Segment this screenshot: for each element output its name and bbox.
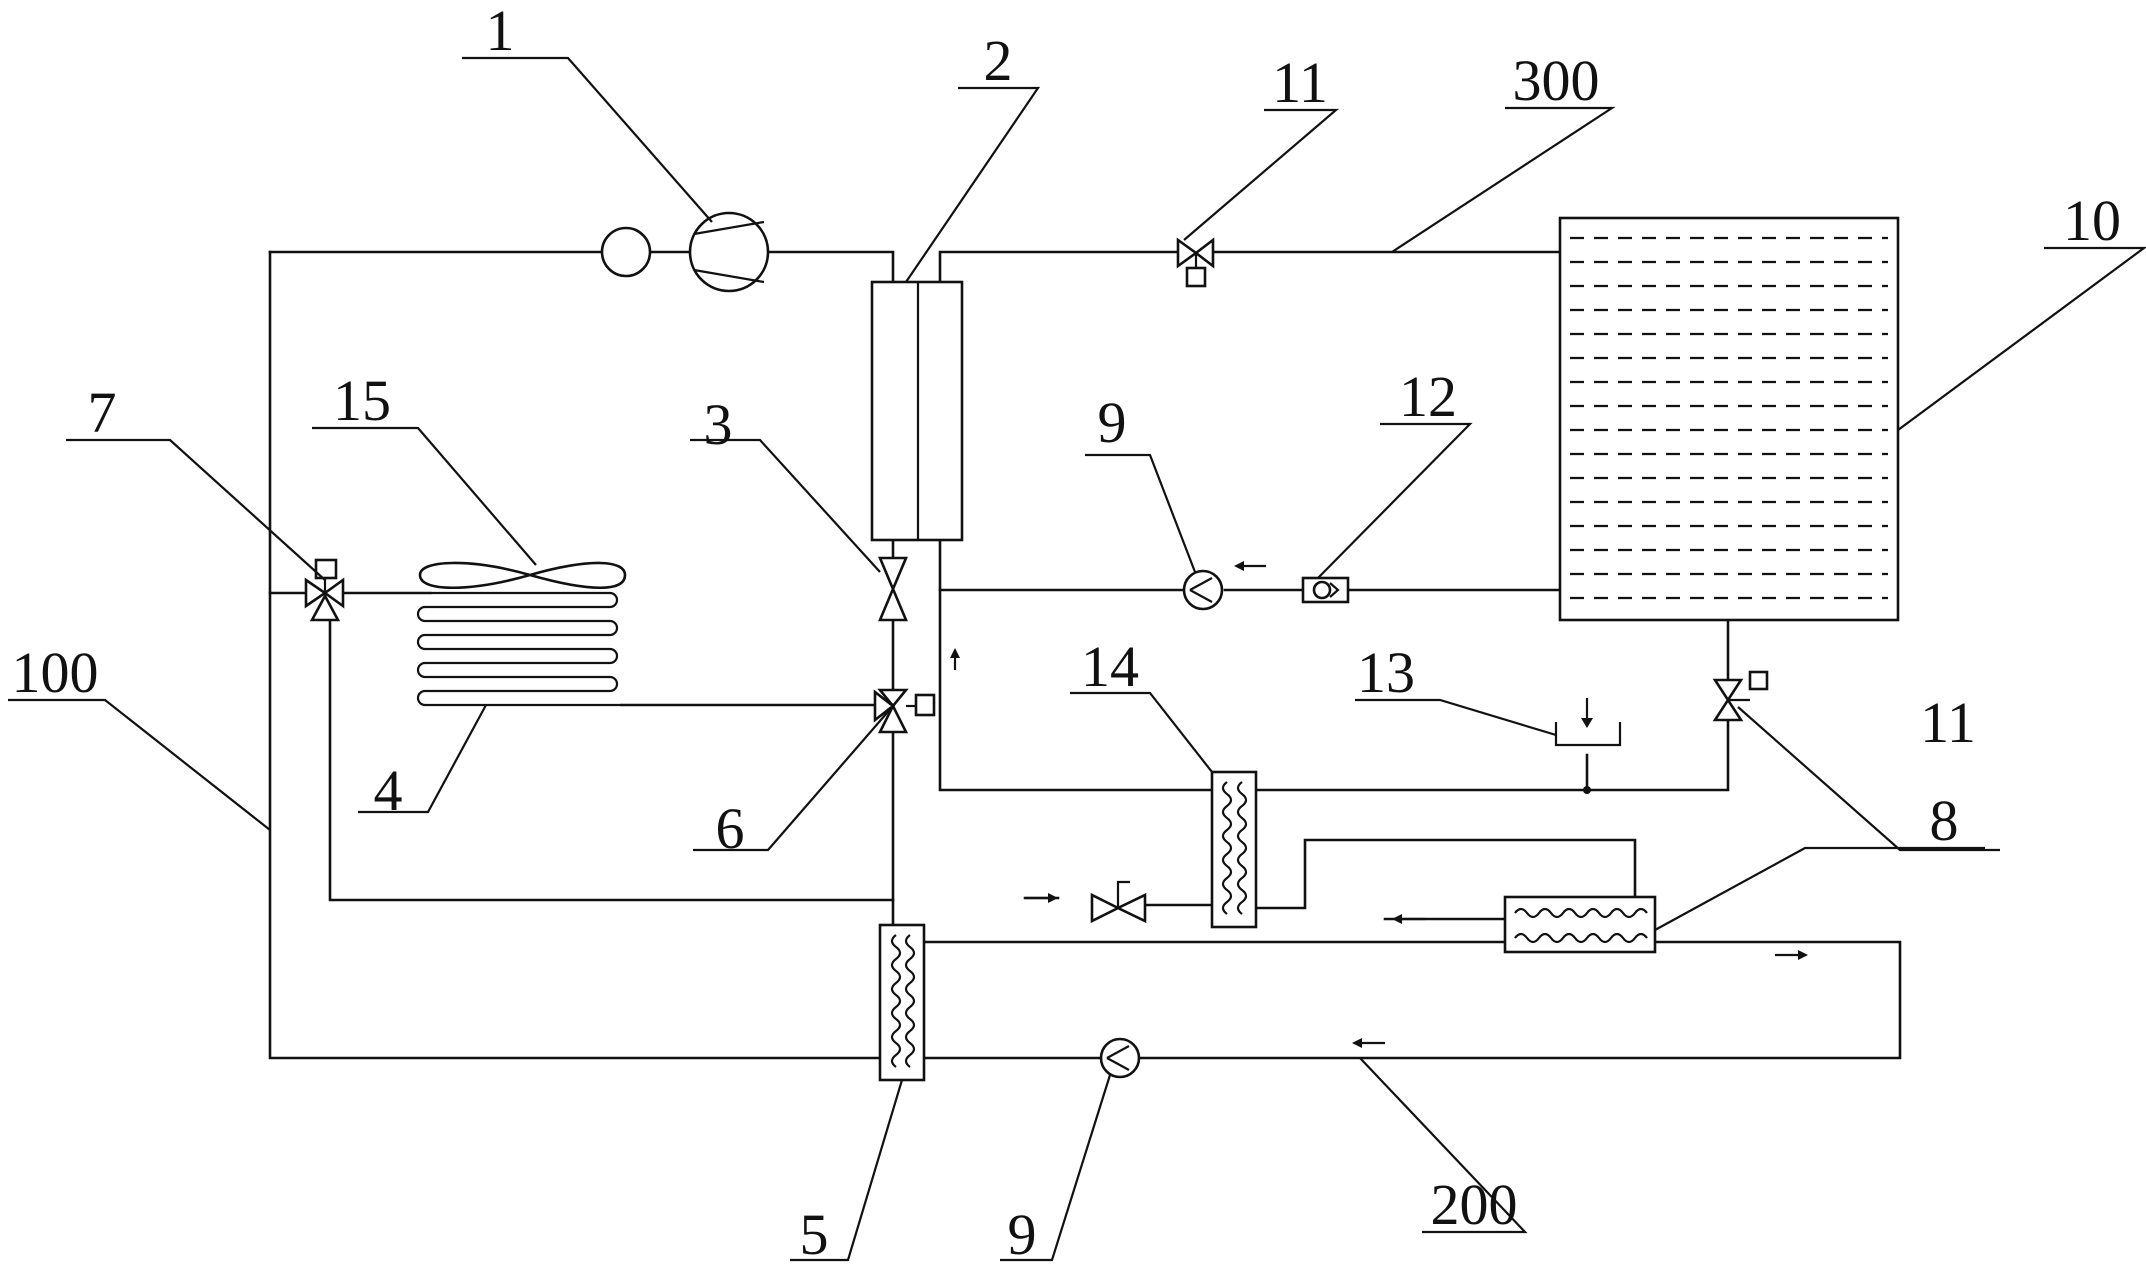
two-way-valve-icon — [878, 556, 908, 622]
filter-icon — [1301, 576, 1350, 604]
label-plate-heat-exchanger: 2 — [984, 28, 1013, 93]
label-compressor: 1 — [486, 0, 515, 63]
label-three-way-valve-6: 6 — [716, 796, 745, 861]
water-loop-200 — [922, 838, 1902, 1060]
label-heat-exchanger-5: 5 — [800, 1202, 829, 1267]
label-heat-exchanger-8: 8 — [1930, 788, 1959, 853]
label-solenoid-valve-upper: 11 — [1272, 50, 1328, 115]
solenoid-valve-upper-icon — [1176, 237, 1215, 288]
water-inlet-icon — [1554, 698, 1622, 747]
label-fan: 15 — [333, 368, 391, 433]
outdoor-coil-icon — [416, 591, 622, 707]
manual-valve-icon — [1090, 880, 1147, 924]
plate-heat-exchanger-icon — [870, 280, 964, 542]
compressor-icon — [688, 211, 770, 293]
fan-icon — [418, 561, 627, 590]
label-water-tank: 10 — [2063, 188, 2121, 253]
pump-lower-icon — [1099, 1037, 1141, 1079]
water-tank-icon — [1558, 216, 1900, 622]
pump-upper-icon — [1182, 569, 1224, 611]
three-way-valve-7-icon — [304, 558, 345, 622]
label-filter: 12 — [1399, 364, 1457, 429]
water-loop-300 — [938, 250, 1730, 792]
label-pump-upper: 9 — [1098, 390, 1127, 455]
junction-dot — [1583, 786, 1591, 794]
heat-exchanger-14-icon — [1210, 770, 1258, 929]
label-valve-3: 3 — [704, 392, 733, 457]
label-outdoor-coil: 4 — [374, 758, 403, 823]
label-loop-300: 300 — [1513, 48, 1600, 113]
three-way-valve-6-icon — [873, 688, 936, 734]
sight-glass-icon — [600, 226, 652, 278]
refrigerant-loop-100 — [268, 250, 895, 1060]
heat-exchanger-5-icon — [878, 923, 926, 1082]
label-heat-exchanger-14: 14 — [1081, 634, 1139, 699]
label-loop-200: 200 — [1431, 1172, 1518, 1237]
label-pump-lower: 9 — [1008, 1202, 1037, 1267]
heat-exchanger-8-icon — [1503, 895, 1657, 954]
label-loop-100: 100 — [12, 640, 99, 705]
label-solenoid-valve-lower: 11 — [1920, 690, 1976, 755]
labels: 1 2 11 300 10 7 15 3 9 12 13 14 11 8 100… — [12, 0, 2122, 1267]
label-three-way-valve-7: 7 — [88, 380, 117, 445]
flow-arrow-icons — [950, 561, 1808, 1048]
label-water-inlet: 13 — [1357, 640, 1415, 705]
leader-lines — [8, 56, 2146, 1262]
solenoid-valve-lower-icon — [1712, 670, 1769, 722]
